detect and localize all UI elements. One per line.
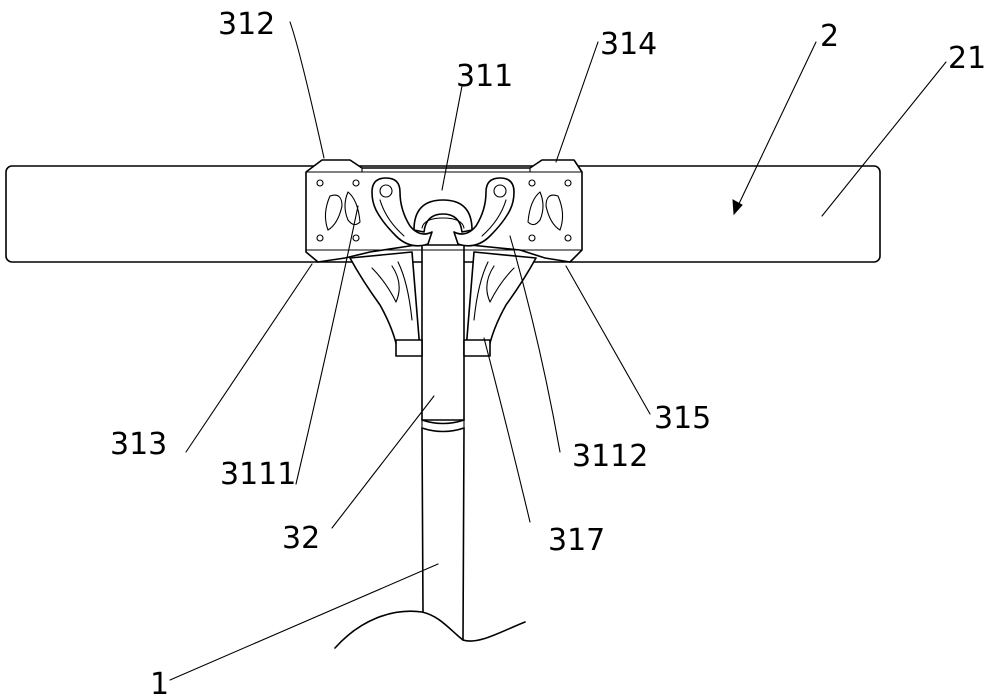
label-32: 32 xyxy=(282,521,320,556)
break-line xyxy=(334,610,526,649)
sleeve-tube xyxy=(421,229,465,433)
right-hook-arm xyxy=(453,177,515,247)
left-end-plate xyxy=(316,179,361,242)
label-315: 315 xyxy=(654,401,711,436)
label-311: 311 xyxy=(456,59,513,94)
right-lower-bracket xyxy=(463,251,537,357)
label-2: 2 xyxy=(820,19,839,54)
label-317: 317 xyxy=(548,523,605,558)
left-lower-bracket xyxy=(349,251,423,357)
lower-pole xyxy=(421,427,465,641)
arrowhead xyxy=(732,199,743,216)
label-313: 313 xyxy=(110,427,167,462)
label-312: 312 xyxy=(218,7,275,42)
right-end-plate xyxy=(527,179,572,242)
label-21: 21 xyxy=(948,41,986,76)
leader-lines xyxy=(169,21,947,681)
label-1: 1 xyxy=(150,667,169,700)
label-3111: 3111 xyxy=(220,457,296,492)
central-saddle xyxy=(413,199,473,233)
left-hook-arm xyxy=(371,177,433,247)
label-314: 314 xyxy=(600,27,657,62)
label-3112: 3112 xyxy=(572,439,648,474)
